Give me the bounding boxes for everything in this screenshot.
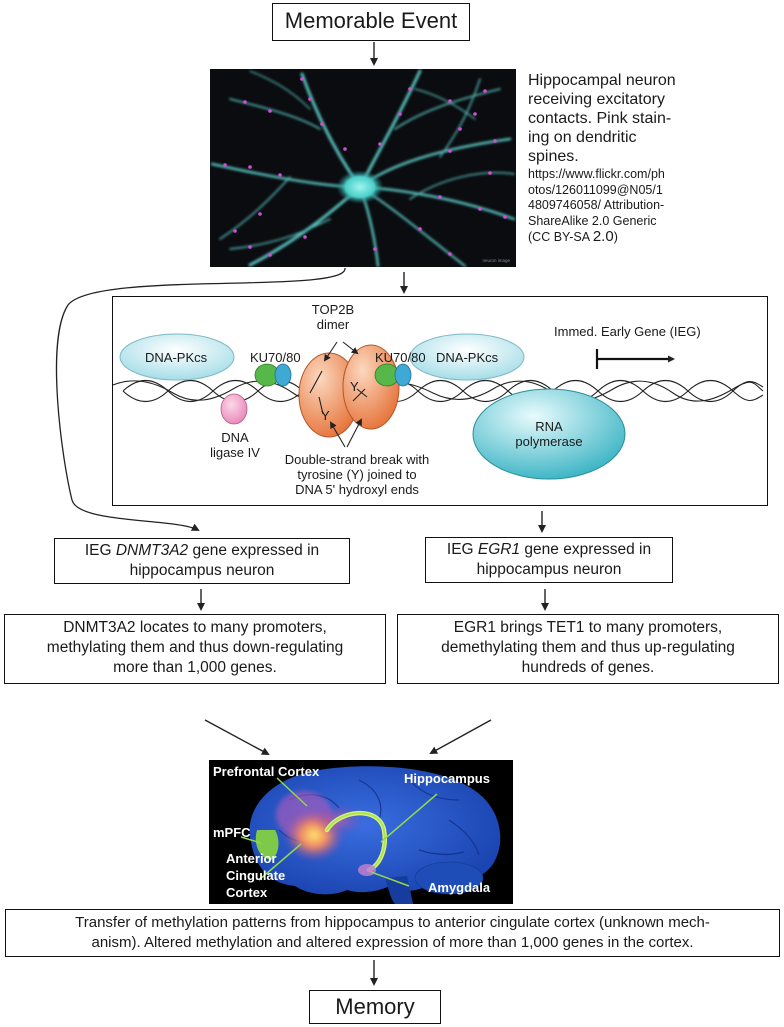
dna-ligase-label: DNA ligase IV bbox=[193, 430, 277, 460]
dna-pkcs-left-ellipse bbox=[119, 333, 235, 381]
ieg-label: Immed. Early Gene (IEG) bbox=[554, 324, 701, 339]
memorable-event-label: Memorable Event bbox=[284, 8, 458, 33]
ieg-suffix: gene expressed in bbox=[188, 542, 320, 559]
amygdala-label: Amygdala bbox=[428, 880, 491, 895]
dsb-label: Double-strand break with tyrosine (Y) jo… bbox=[277, 452, 437, 497]
brain-image bbox=[209, 760, 513, 904]
top2b-label: TOP2B dimer bbox=[297, 302, 369, 332]
mpfc-pointer bbox=[240, 836, 262, 844]
egr1-effect-box: EGR1 brings TET1 to many promoters, deme… bbox=[397, 614, 779, 684]
rna-polymerase-label: RNA polymerase bbox=[489, 419, 609, 449]
top2b-pointer-left bbox=[323, 341, 338, 362]
dnmt3a2-effect-line: DNMT3A2 locates to many promoters, bbox=[63, 619, 327, 636]
egr1-effect-line: demethylating them and thus up-regulatin… bbox=[441, 639, 735, 656]
memory-box: Memory bbox=[309, 990, 441, 1024]
hippocampus-pointer bbox=[380, 793, 438, 843]
ieg-prefix: IEG bbox=[84, 542, 116, 559]
dnmt3a2-effect-line: more than 1,000 genes. bbox=[113, 659, 277, 676]
dnmt3a2-effect-line: methylating them and thus down-regulatin… bbox=[46, 639, 344, 656]
license-line: (CC BY-SA 2.0) bbox=[528, 229, 778, 246]
acc-label-line: Anterior bbox=[226, 851, 277, 866]
egr1-gene-name: EGR1 bbox=[477, 541, 521, 558]
tyrosine-y-label: Y bbox=[350, 379, 359, 394]
acc-label-line: Cortex bbox=[226, 885, 268, 900]
top2b-label-line: TOP2B bbox=[311, 302, 355, 317]
ieg-suffix: gene expressed in bbox=[520, 541, 652, 558]
egr1-effect-line: EGR1 brings TET1 to many promoters, bbox=[453, 619, 723, 636]
tyrosine-y-label: Y bbox=[321, 408, 330, 423]
ku-right-blue bbox=[394, 363, 412, 387]
dsb-label-line: Double-strand break with bbox=[284, 452, 430, 467]
license-prefix: (CC BY-SA bbox=[528, 230, 593, 244]
dnmt3a2-expression-box: IEG DNMT3A2 gene expressed in hippocampu… bbox=[54, 538, 350, 584]
ieg-prefix: IEG bbox=[446, 541, 478, 558]
egr1-expression-box: IEG EGR1 gene expressed in hippocampus n… bbox=[425, 537, 673, 583]
dsb-diagram bbox=[113, 333, 764, 480]
cerebellum-shape bbox=[414, 861, 484, 895]
egr1-effect-line: hundreds of genes. bbox=[521, 659, 655, 676]
rna-polymerase-label-line: RNA bbox=[535, 419, 563, 434]
transfer-box: Transfer of methylation patterns from hi… bbox=[5, 909, 780, 957]
memory-label: Memory bbox=[335, 994, 415, 1019]
caption-line: receiving excitatory bbox=[528, 91, 665, 108]
amygdala-pointer bbox=[370, 871, 410, 887]
memorable-event-box: Memorable Event bbox=[272, 3, 470, 41]
ku-right-label: KU70/80 bbox=[375, 350, 426, 365]
caption-line: ing on dendritic bbox=[528, 129, 637, 146]
dnmt3a2-effect-box: DNMT3A2 locates to many promoters, methy… bbox=[4, 614, 386, 684]
dsb-label-line: tyrosine (Y) joined to bbox=[297, 467, 417, 482]
acc-label: Anterior Cingulate Cortex bbox=[226, 850, 285, 901]
dsb-pointer-left bbox=[329, 421, 346, 448]
egr1-expression-line2: hippocampus neuron bbox=[476, 561, 622, 578]
top2b-pointer-right bbox=[342, 341, 359, 355]
ku-left-label: KU70/80 bbox=[250, 350, 301, 365]
dna-pkcs-left-label: DNA-PKcs bbox=[145, 350, 208, 365]
license-version: 2.0 bbox=[592, 228, 614, 245]
prefrontal-cortex-label: Prefrontal Cortex bbox=[213, 764, 320, 779]
dnmt3a2-expression-line2: hippocampus neuron bbox=[129, 562, 275, 579]
egr1-expression-line1: IEG EGR1 gene expressed in bbox=[426, 540, 672, 560]
curve-neuron-to-dnmt3a2 bbox=[55, 267, 346, 531]
acc-label-line: Cingulate bbox=[226, 868, 286, 883]
dnmt3a2-expression-line1: IEG DNMT3A2 gene expressed in bbox=[55, 541, 349, 561]
caption-line: spines. bbox=[528, 148, 579, 165]
rna-polymerase-label-line: polymerase bbox=[515, 434, 583, 449]
source-url-line: 4809746058/ Attribution- bbox=[528, 198, 665, 212]
dsb-diagram-box: DNA-PKcs KU70/80 TOP2B dimer Y Y KU70/80… bbox=[112, 296, 768, 506]
brainstem-shape bbox=[385, 876, 413, 904]
svg-text:neuron image: neuron image bbox=[482, 258, 510, 263]
caption-line: contacts. Pink stain- bbox=[528, 110, 672, 127]
neuron-caption: Hippocampal neuron receiving excitatory … bbox=[528, 71, 778, 246]
dsb-pointer-right bbox=[346, 418, 362, 448]
caption-line: Hippocampal neuron bbox=[528, 72, 676, 89]
ku-left-blue bbox=[274, 363, 292, 387]
dsb-label-line: DNA 5' hydroxyl ends bbox=[295, 482, 419, 497]
hippocampus-label: Hippocampus bbox=[404, 771, 490, 786]
transfer-line: Transfer of methylation patterns from hi… bbox=[75, 914, 710, 931]
neuron-image: neuron image bbox=[210, 69, 516, 267]
amygdala-region bbox=[358, 864, 376, 876]
dna-ligase-label-line: DNA bbox=[221, 430, 249, 445]
dna-ligase-ellipse bbox=[220, 393, 248, 425]
rna-polymerase-ellipse bbox=[472, 388, 626, 480]
acc-pointer bbox=[258, 843, 302, 881]
dna-pkcs-right-ellipse bbox=[409, 333, 525, 381]
top2b-label-line: dimer bbox=[316, 317, 350, 332]
mpfc-label: mPFC bbox=[213, 825, 251, 840]
transfer-line: anism). Altered methylation and altered … bbox=[91, 934, 694, 951]
dnmt3a2-gene-name: DNMT3A2 bbox=[115, 542, 189, 559]
dna-ligase-label-line: ligase IV bbox=[210, 445, 260, 460]
source-url-line: otos/126011099@N05/1 bbox=[528, 182, 663, 197]
license-suffix: ) bbox=[613, 230, 618, 244]
source-url-line: ShareAlike 2.0 Generic bbox=[528, 213, 657, 228]
arrow-right-to-brain bbox=[429, 719, 492, 754]
prefrontal-region bbox=[255, 830, 279, 860]
dna-pkcs-right-label: DNA-PKcs bbox=[436, 350, 499, 365]
prefrontal-pointer bbox=[276, 777, 308, 807]
source-url-line: https://www.flickr.com/ph bbox=[528, 167, 665, 181]
arrow-left-to-brain bbox=[204, 719, 270, 755]
